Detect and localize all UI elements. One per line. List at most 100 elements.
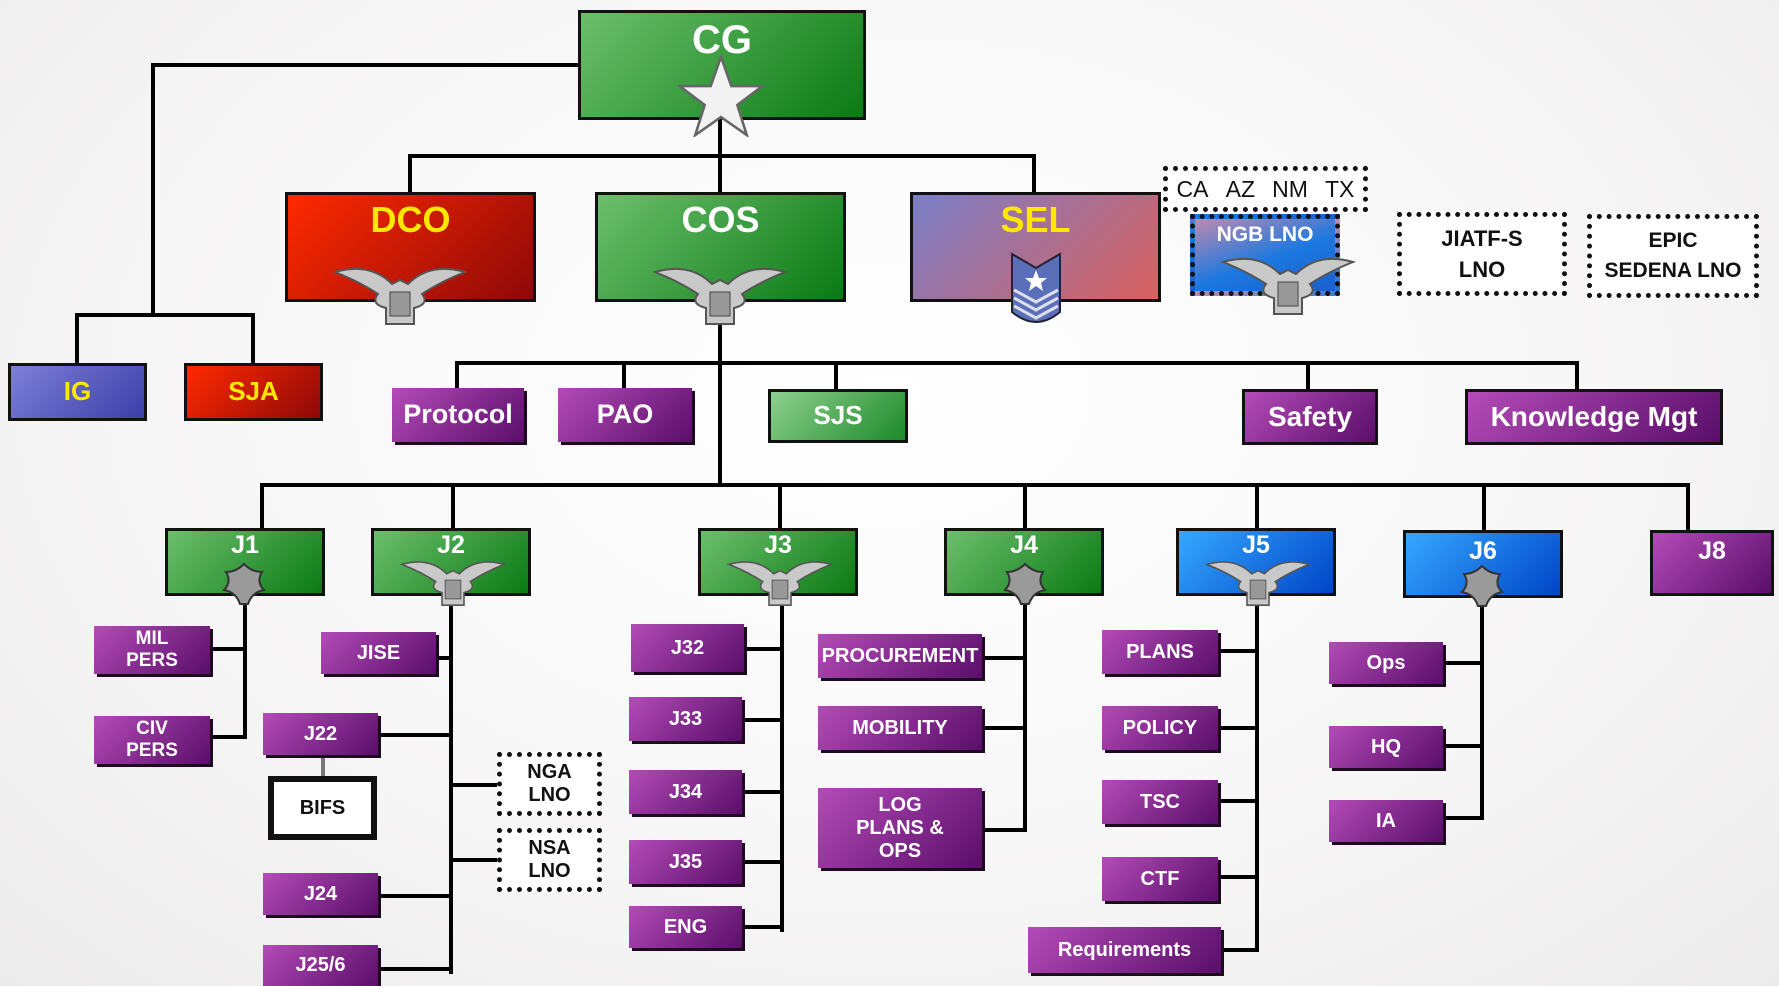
sja-label: SJA <box>228 376 279 407</box>
sja-box[interactable]: SJA <box>184 363 323 421</box>
j25-6-label: J25/6 <box>295 954 346 976</box>
j6-box[interactable]: J6 <box>1403 530 1563 598</box>
ctf-box[interactable]: CTF <box>1102 857 1218 901</box>
safety-label: Safety <box>1267 400 1353 432</box>
protocol-label: Protocol <box>403 399 513 430</box>
eagle-icon <box>399 561 507 606</box>
pao-box[interactable]: PAO <box>558 388 692 442</box>
j5-label: J5 <box>1242 531 1270 559</box>
requirements-label: Requirements <box>1057 938 1192 961</box>
requirements-box[interactable]: Requirements <box>1028 927 1221 973</box>
procurement-label: PROCUREMENT <box>821 644 979 667</box>
j33-box[interactable]: J33 <box>629 697 742 741</box>
ia-label: IA <box>1376 809 1396 832</box>
j24-box[interactable]: J24 <box>263 873 378 915</box>
j35-box[interactable]: J35 <box>629 840 742 884</box>
civ-pers-label: PERS <box>126 740 178 761</box>
eng-label: ENG <box>663 915 708 938</box>
nga-lno-box[interactable]: NGA LNO <box>497 752 602 816</box>
state-ca: CA <box>1176 175 1209 202</box>
mobility-label: MOBILITY <box>852 716 948 739</box>
log-plans-ops-box[interactable]: LOG PLANS & OPS <box>818 788 982 868</box>
jise-box[interactable]: JISE <box>321 632 436 674</box>
dco-box[interactable]: DCO <box>285 192 536 302</box>
ctf-label: CTF <box>1140 867 1180 890</box>
ia-box[interactable]: IA <box>1329 800 1443 842</box>
ops-label: OPS <box>878 839 922 862</box>
j6-label: J6 <box>1469 537 1497 565</box>
oak-leaf-icon <box>222 562 266 605</box>
j2-label: J2 <box>437 531 465 559</box>
log-label: LOG <box>878 793 922 816</box>
knowledge-mgt-label: Knowledge Mgt <box>1490 400 1698 432</box>
cos-box[interactable]: COS <box>595 192 846 302</box>
j25-6-box[interactable]: J25/6 <box>263 945 378 986</box>
epic-label: EPIC <box>1648 228 1698 252</box>
nga-lno-label: LNO <box>528 784 571 806</box>
j8-box[interactable]: J8 <box>1650 530 1774 596</box>
plans-box[interactable]: PLANS <box>1102 630 1218 674</box>
tsc-box[interactable]: TSC <box>1102 780 1218 824</box>
cos-label: COS <box>681 199 760 240</box>
policy-box[interactable]: POLICY <box>1102 706 1218 750</box>
state-tx: TX <box>1325 175 1355 202</box>
hq-label: HQ <box>1371 735 1401 758</box>
j1-label: J1 <box>231 531 259 559</box>
ig-label: IG <box>63 376 92 407</box>
ops-box[interactable]: Ops <box>1329 642 1443 684</box>
j4-label: J4 <box>1010 531 1038 559</box>
j32-box[interactable]: J32 <box>631 624 744 672</box>
jiatf-s-lno-box[interactable]: JIATF-S LNO <box>1397 212 1567 296</box>
tsc-label: TSC <box>1140 790 1180 813</box>
j8-label: J8 <box>1698 537 1726 565</box>
eagle-icon <box>1204 561 1312 606</box>
eng-box[interactable]: ENG <box>629 906 742 948</box>
safety-box[interactable]: Safety <box>1242 389 1378 445</box>
knowledge-mgt-box[interactable]: Knowledge Mgt <box>1465 389 1723 445</box>
mobility-box[interactable]: MOBILITY <box>818 706 982 750</box>
epic-sedena-lno-box[interactable]: EPIC SEDENA LNO <box>1587 214 1759 298</box>
nsa-label: NSA <box>528 837 571 859</box>
ngb-lno-label: NGB LNO <box>1216 223 1314 246</box>
bifs-box[interactable]: BIFS <box>268 776 377 840</box>
sedena-lno-label: SEDENA LNO <box>1604 259 1742 282</box>
chief-master-sergeant-chevron-icon <box>1011 252 1061 323</box>
mil-pers-label: PERS <box>126 650 178 671</box>
state-nm: NM <box>1272 175 1308 202</box>
oak-leaf-icon <box>1003 562 1047 605</box>
star-icon <box>678 55 764 137</box>
civ-label: CIV <box>136 718 168 740</box>
nsa-lno-box[interactable]: NSA LNO <box>497 828 602 892</box>
sjs-label: SJS <box>813 400 863 431</box>
j22-box[interactable]: J22 <box>263 713 378 755</box>
oak-leaf-icon <box>1460 564 1504 607</box>
state-az: AZ <box>1225 175 1255 202</box>
procurement-box[interactable]: PROCUREMENT <box>818 634 982 678</box>
eagle-icon <box>331 267 469 325</box>
state-lno-box[interactable]: CA AZ NM TX <box>1163 166 1368 212</box>
protocol-box[interactable]: Protocol <box>392 388 524 442</box>
mil-label: MIL <box>135 628 169 650</box>
jiatf-s-label: JIATF-S <box>1441 225 1523 251</box>
nsa-lno-label: LNO <box>528 860 571 882</box>
cg-label: CG <box>692 18 752 62</box>
jise-label: JISE <box>356 641 401 664</box>
eagle-icon <box>726 561 834 606</box>
policy-label: POLICY <box>1122 716 1198 739</box>
ops-label: Ops <box>1366 651 1406 674</box>
civ-pers-box[interactable]: CIV PERS <box>94 716 210 764</box>
sjs-box[interactable]: SJS <box>768 389 908 443</box>
j32-label: J32 <box>670 636 705 659</box>
hq-box[interactable]: HQ <box>1329 726 1443 768</box>
sel-label: SEL <box>1000 199 1071 240</box>
eagle-icon <box>651 267 789 325</box>
plans-label: PLANS <box>1126 640 1194 663</box>
ig-box[interactable]: IG <box>8 363 147 421</box>
pao-label: PAO <box>596 399 654 430</box>
j34-box[interactable]: J34 <box>629 770 742 814</box>
j35-label: J35 <box>668 850 703 873</box>
mil-pers-box[interactable]: MIL PERS <box>94 626 210 674</box>
dco-label: DCO <box>370 199 451 240</box>
plans-label: PLANS & <box>856 816 944 839</box>
